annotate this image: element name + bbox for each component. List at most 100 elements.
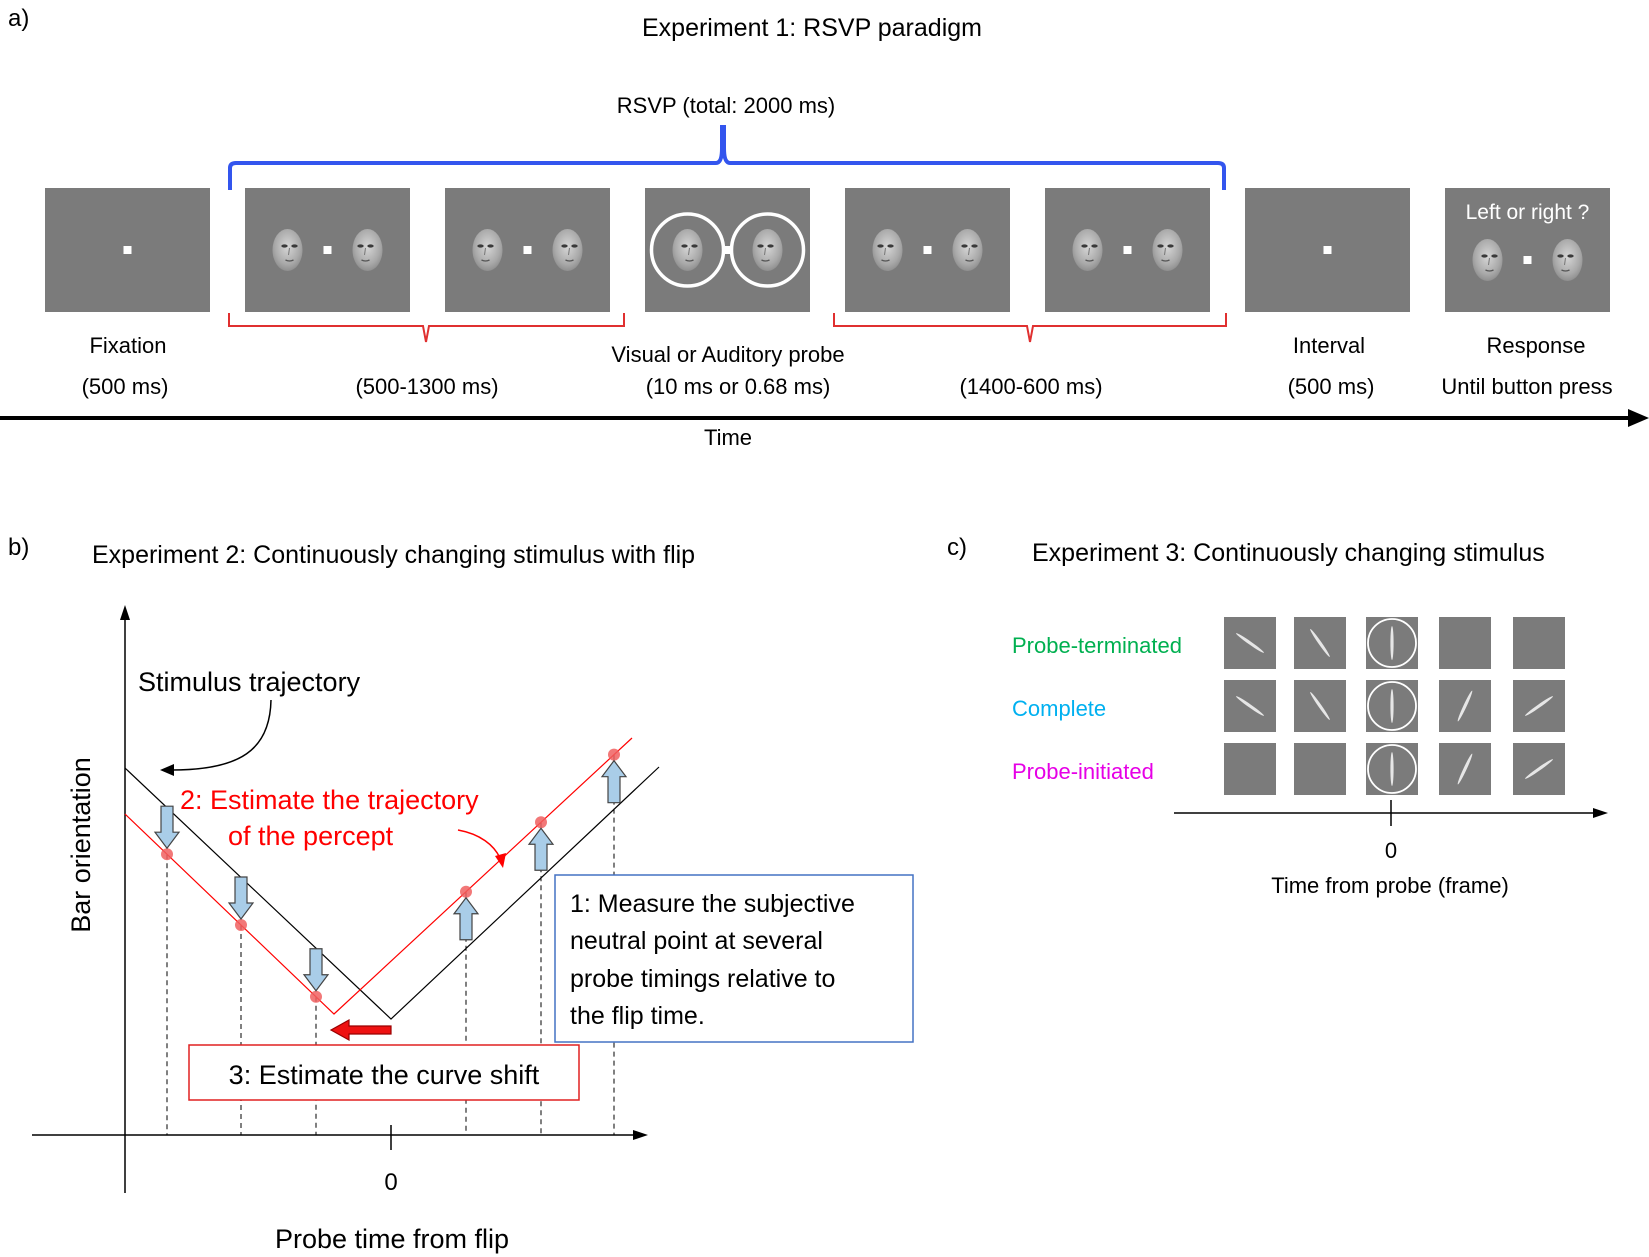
bar-stimulus <box>1236 696 1264 716</box>
percept-trajectory <box>124 737 633 1015</box>
fixation-dot <box>1123 246 1132 254</box>
percept-points <box>161 748 620 1003</box>
fixation-dot <box>1523 256 1532 264</box>
step1-text: 1: Measure the subjective neutral point … <box>570 890 855 1030</box>
frame-time-axis-arrowhead <box>1593 808 1608 818</box>
fixation-label: Fixation <box>89 333 166 358</box>
face-icon <box>1072 229 1103 271</box>
bar-stimulus <box>1390 626 1394 660</box>
probe-arrow-down <box>227 876 255 921</box>
frame-faces <box>445 188 610 312</box>
step1-box <box>554 874 914 1043</box>
probe-ring <box>729 212 806 288</box>
fixation-dot <box>1323 246 1332 254</box>
y-axis-arrowhead <box>120 605 130 620</box>
response-label: Response <box>1486 333 1585 358</box>
stimulus-trajectory <box>124 766 660 1020</box>
frame-blank <box>1294 743 1346 795</box>
bar-stimulus <box>1390 689 1394 723</box>
face-icon <box>872 229 903 271</box>
step1-line-1: 1: Measure the subjective <box>570 890 855 918</box>
interval-time: (500 ms) <box>1288 374 1375 399</box>
percept-dot <box>608 748 620 761</box>
percept-dot <box>460 885 472 898</box>
row-label: Probe-terminated <box>1012 633 1182 658</box>
step2-pointer <box>457 829 501 859</box>
post-probe-time: (1400-600 ms) <box>959 374 1102 399</box>
x-axis-arrowhead <box>633 1130 648 1140</box>
panel-a-title: Experiment 1: RSVP paradigm <box>642 14 982 42</box>
fixation-dot <box>323 246 332 254</box>
frame-faces <box>1045 188 1210 312</box>
interval-label: Interval <box>1293 333 1365 358</box>
frame-probe <box>645 188 810 312</box>
frame-bar-left-steep <box>1294 617 1346 669</box>
step3-box <box>188 1044 580 1101</box>
step2-line1: 2: Estimate the trajectory <box>180 785 479 815</box>
probe-arrow-up <box>527 827 555 871</box>
frame-fixation <box>1245 188 1410 312</box>
face-icon <box>472 229 503 271</box>
face-icon <box>752 229 783 271</box>
response-time: Until button press <box>1441 374 1612 399</box>
probe-arrow-down <box>153 805 181 850</box>
step1-line-3: probe timings relative to <box>570 965 835 993</box>
fixation-dot <box>123 246 132 254</box>
frame-response: Left or right ? <box>1445 188 1610 312</box>
rsvp-frames: Left or right ? <box>45 188 1610 312</box>
frame-bar-right-steep <box>1439 743 1491 795</box>
frame-bar-left <box>1224 617 1276 669</box>
panel-a-letter: a) <box>8 5 29 32</box>
probe-ring <box>649 212 726 288</box>
probe-arrows <box>153 759 628 992</box>
zero-label: 0 <box>384 1169 397 1196</box>
face-icon <box>552 229 583 271</box>
face-icon <box>1472 239 1503 281</box>
face-icon <box>1152 229 1183 271</box>
frame-probe <box>1366 743 1418 795</box>
frame-bar-left <box>1224 680 1276 732</box>
pre-probe-brace <box>228 313 625 343</box>
frame-row: Probe-initiated <box>1012 743 1565 795</box>
probe-ring <box>1367 618 1417 668</box>
frame-blank <box>1224 743 1276 795</box>
rsvp-label: RSVP (total: 2000 ms) <box>617 93 835 118</box>
stimulus-trajectory-label: Stimulus trajectory <box>138 667 361 697</box>
step2-pointer-head <box>495 853 506 868</box>
row-label: Probe-initiated <box>1012 759 1154 784</box>
panel-b-title: Experiment 2: Continuously changing stim… <box>92 541 695 569</box>
frame-faces <box>245 188 410 312</box>
bar-stimulus <box>1390 752 1394 786</box>
bar-stimulus <box>1310 629 1330 657</box>
bar-stimulus <box>1310 692 1330 720</box>
step2-line2: of the percept <box>228 821 394 851</box>
probe-ring <box>1367 681 1417 731</box>
face-icon <box>352 229 383 271</box>
percept-dot <box>310 990 322 1003</box>
bar-stimulus <box>1457 690 1473 722</box>
frame-probe <box>1366 617 1418 669</box>
frame-bar-right <box>1513 743 1565 795</box>
fixation-time: (500 ms) <box>82 374 169 399</box>
bar-stimulus <box>1457 753 1473 785</box>
frame-bar-right <box>1513 680 1565 732</box>
panel-b: b) Experiment 2: Continuously changing s… <box>8 534 914 1254</box>
probe-ring <box>1367 744 1417 794</box>
time-label: Time <box>704 425 752 450</box>
probe-arrow-up <box>600 759 628 804</box>
fixation-dot <box>923 246 932 254</box>
curve-shift-arrow <box>329 1018 392 1042</box>
time-axis-arrowhead <box>1628 409 1649 427</box>
panel-c-title: Experiment 3: Continuously changing stim… <box>1032 539 1545 567</box>
bar-stimulus <box>1236 633 1264 653</box>
frame-zero-label: 0 <box>1385 838 1397 863</box>
stimulus-trajectory-pointer <box>171 699 272 771</box>
frame-blank <box>1513 617 1565 669</box>
face-icon <box>272 229 303 271</box>
fixation-dot <box>723 246 732 254</box>
probe-time: (10 ms or 0.68 ms) <box>646 374 831 399</box>
face-icon <box>1552 239 1583 281</box>
